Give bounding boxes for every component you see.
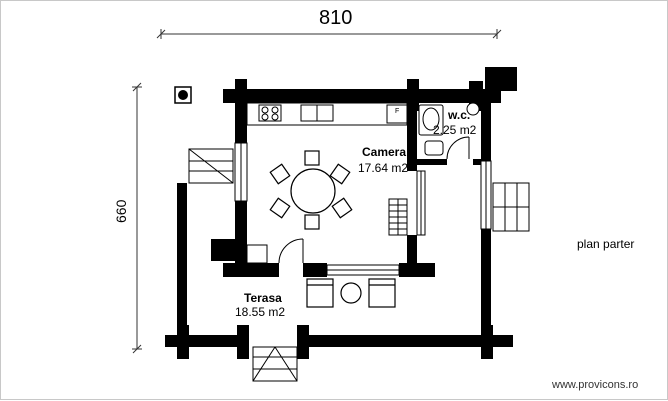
dining-table	[269, 150, 353, 230]
terrace-furniture	[306, 278, 396, 308]
entry-door	[278, 238, 304, 264]
room-camera-name: Camera	[362, 145, 407, 159]
room-camera-area: 17.64 m2	[358, 161, 409, 175]
walls	[165, 67, 517, 359]
room-wc-area: 2.25 m2	[433, 123, 477, 137]
watermark-link: www.provicons.ro	[552, 379, 639, 391]
height-dimension-label: 660	[113, 199, 129, 223]
room-terasa-name: Terasa	[244, 291, 282, 305]
stairs	[388, 198, 408, 236]
width-dimension-line	[156, 29, 502, 39]
plan-caption: plan parter	[577, 237, 635, 251]
fridge-mark: F	[395, 108, 400, 115]
width-dimension-label: 810	[319, 7, 353, 29]
entrance-steps-left	[188, 148, 234, 184]
entrance-steps-bottom	[252, 346, 298, 382]
windows	[234, 142, 492, 276]
chimney-marker	[174, 86, 192, 104]
height-dimension-line	[132, 82, 142, 354]
terrace-stove	[246, 244, 268, 264]
room-terasa-area: 18.55 m2	[235, 305, 286, 319]
room-wc-name: w.c.	[448, 108, 471, 122]
entrance-steps-right	[492, 182, 530, 232]
kitchen-counter	[246, 102, 408, 126]
wc-fixtures	[418, 102, 480, 160]
